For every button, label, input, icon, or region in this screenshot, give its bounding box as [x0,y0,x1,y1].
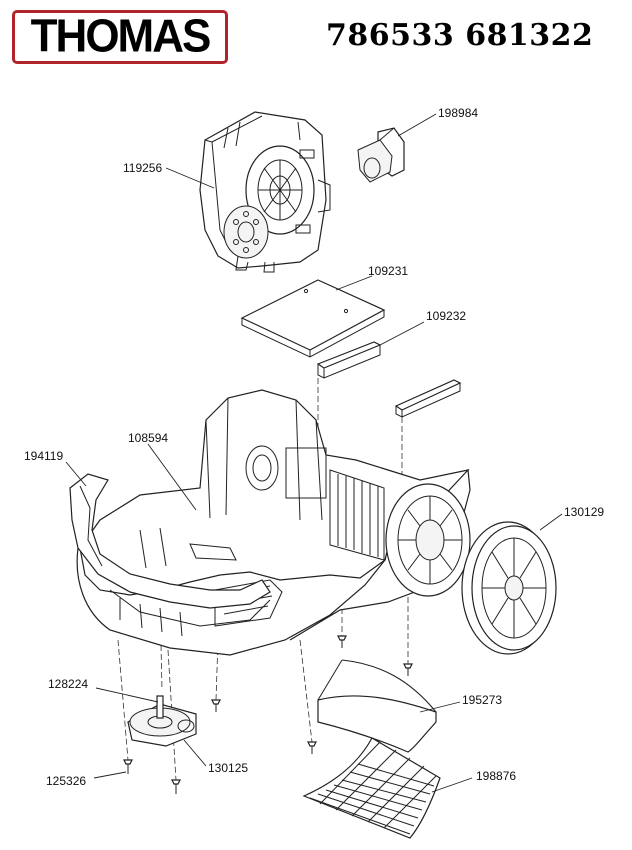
foam-strip-drawing [316,341,462,418]
caster-drawing [127,695,197,747]
part-label-109231: 109231 [368,264,409,278]
part-label-195273: 195273 [462,693,503,707]
grille-drawing [302,737,441,839]
wheel-drawing [461,521,557,655]
part-label-194119: 194119 [24,449,64,463]
brand-logo-text: THOMAS [30,10,212,63]
model-part-numbers: 786533 681322 [326,18,594,53]
part-label-109232: 109232 [426,309,467,323]
part-label-119256: 119256 [123,161,163,175]
part-label-108594: 108594 [128,431,169,445]
part-label-130129: 130129 [564,505,605,519]
part-label-130125: 130125 [208,761,249,775]
thomas-logo: THOMAS [12,10,228,64]
leader-lines [65,113,563,793]
small-connector-drawing [357,127,405,183]
part-label-125326: 125326 [46,774,87,788]
screws-drawing [123,635,413,794]
motor-housing-drawing [199,111,331,273]
filter-plate-drawing [240,279,386,358]
part-label-198984: 198984 [438,106,479,120]
logo-inner: THOMAS [20,11,220,62]
curved-filter-drawing [317,659,437,753]
attached-wheel-drawing [385,483,471,597]
bumper-drawing [69,473,271,609]
part-label-198876: 198876 [476,769,517,783]
part-label-128224: 128224 [48,677,89,691]
main-chassis-drawing [76,389,471,656]
